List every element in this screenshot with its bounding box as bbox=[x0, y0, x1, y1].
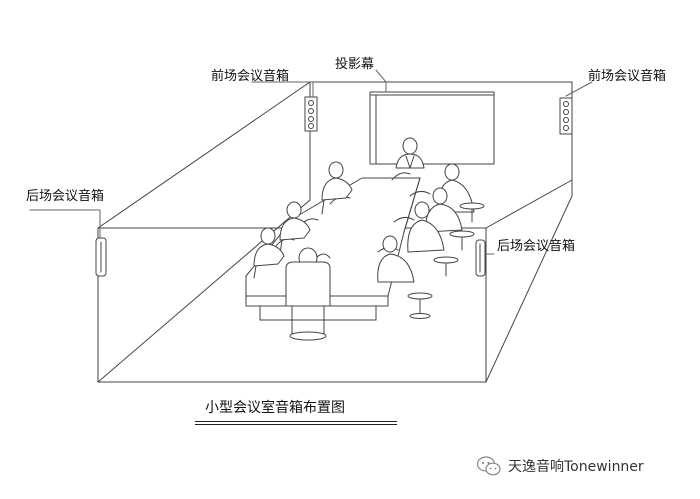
projection-screen-label: 投影幕 bbox=[335, 57, 375, 72]
left-side-participants bbox=[253, 161, 353, 279]
watermark: 天逸音响Tonewinner bbox=[476, 455, 644, 477]
rear-speaker-left-label: 后场会议音箱 bbox=[26, 189, 105, 204]
front-speaker-left-label: 前场会议音箱 bbox=[211, 69, 290, 84]
rear-speaker-right-label: 后场会议音箱 bbox=[497, 239, 576, 254]
right-side-participants bbox=[377, 163, 485, 319]
chairperson-figure bbox=[395, 137, 425, 169]
rear-speaker-right bbox=[475, 239, 486, 277]
title-underline-double bbox=[195, 424, 397, 425]
diagram-title: 小型会议室音箱布置图 bbox=[205, 400, 345, 416]
projection-screen bbox=[369, 91, 495, 165]
foreground-chair-participant bbox=[285, 247, 331, 341]
watermark-text: 天逸音响Tonewinner bbox=[508, 459, 644, 475]
front-speaker-right-label: 前场会议音箱 bbox=[588, 69, 667, 84]
front-speaker-right bbox=[559, 97, 573, 135]
wechat-icon bbox=[476, 456, 501, 476]
title-underline bbox=[195, 421, 397, 422]
front-speaker-left bbox=[304, 96, 318, 132]
rear-speaker-left bbox=[95, 237, 107, 277]
